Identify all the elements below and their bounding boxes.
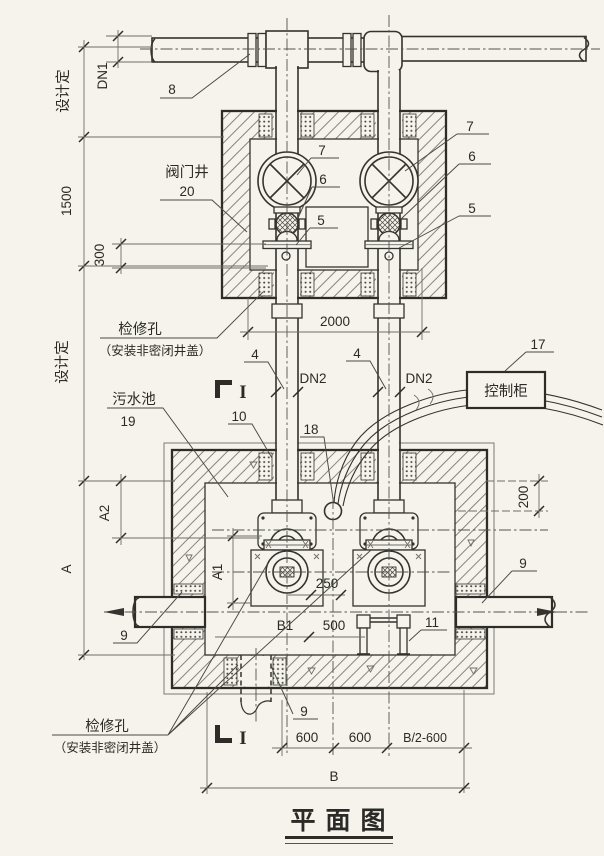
- inspection-hole-bottom-sub: （安装非密闭井盖）: [54, 740, 167, 755]
- callout-8: 8: [168, 82, 176, 97]
- dim-300: 300: [92, 244, 107, 267]
- dim-b2-600: B/2-600: [403, 731, 447, 745]
- flow-arrow-right: [537, 608, 557, 616]
- dim-250: 250: [316, 576, 339, 591]
- sewage-pool-label: 污水池: [112, 391, 156, 408]
- dim-design-top: 设计定: [55, 69, 72, 113]
- well-floor-opening: [305, 206, 369, 268]
- section-mark-top: [215, 380, 232, 398]
- callout-5: 5: [317, 213, 325, 228]
- callout-7: 7: [318, 143, 326, 158]
- callout-5-right: 5: [468, 201, 476, 216]
- valve-well: [220, 109, 448, 300]
- section-letter-top: I: [239, 382, 246, 403]
- dim-b1: B1: [277, 618, 294, 633]
- flow-arrow-left: [104, 608, 124, 616]
- inspection-hole-bottom: 检修孔: [85, 718, 129, 735]
- dim-2000: 2000: [320, 314, 350, 329]
- ladder-bracket: [356, 614, 411, 655]
- control-cabinet: 控制柜: [465, 370, 547, 410]
- pipe-seal: [258, 113, 273, 138]
- valve-well-label: 阀门井: [165, 164, 209, 181]
- centerlines: [104, 15, 600, 756]
- labels: 设计定 DN1 1500 300 设计定 A2 A A1 200 2000 25…: [52, 53, 554, 784]
- dim-600-a: 600: [296, 730, 319, 745]
- pipe-open-end: [150, 38, 156, 63]
- dim-a: A: [59, 564, 74, 573]
- label-dn2-left: DN2: [299, 371, 326, 386]
- callout-20: 20: [179, 184, 194, 199]
- cable-break-mark: [413, 388, 434, 411]
- callout-19: 19: [120, 414, 135, 429]
- dim-a1: A1: [210, 564, 225, 581]
- dim-b: B: [329, 769, 338, 784]
- callout-11: 11: [425, 615, 439, 630]
- control-cabinet-label: 控制柜: [484, 383, 528, 400]
- label-dn2-right: DN2: [405, 371, 432, 386]
- callout-9-left: 9: [120, 628, 128, 643]
- pipe-elbow: [363, 30, 403, 73]
- dim-a2: A2: [97, 505, 112, 522]
- dim-600-b: 600: [349, 730, 372, 745]
- callout-9-bottom: 9: [300, 704, 308, 719]
- header-pipe: [150, 30, 590, 73]
- dim-1500: 1500: [59, 186, 74, 216]
- section-mark-bottom: [215, 725, 232, 743]
- drawing-title: 平面图: [285, 807, 395, 844]
- title-text: 平面图: [290, 807, 395, 835]
- section-letter-bottom: I: [239, 728, 246, 749]
- inspection-hole-top: 检修孔: [118, 321, 162, 338]
- callout-6: 6: [319, 172, 327, 187]
- dim-500: 500: [323, 618, 346, 633]
- inspection-hole-top-sub: （安装非密闭井盖）: [99, 343, 212, 358]
- callout-4-right: 4: [353, 346, 361, 361]
- outlet-pipe-hidden: [240, 655, 272, 715]
- dim-200: 200: [516, 486, 531, 509]
- pipe-break: [578, 36, 590, 63]
- dim-design-mid: 设计定: [54, 340, 71, 384]
- callout-17: 17: [530, 337, 545, 352]
- callout-9-right: 9: [519, 556, 527, 571]
- callout-7-right: 7: [466, 119, 474, 134]
- dim-dn1: DN1: [95, 62, 110, 89]
- callout-10: 10: [231, 409, 246, 424]
- callout-18: 18: [303, 422, 318, 437]
- callout-4-left: 4: [251, 347, 259, 362]
- section-marks: I I: [215, 380, 247, 749]
- dimensions: [78, 30, 548, 794]
- callout-6-right: 6: [468, 149, 476, 164]
